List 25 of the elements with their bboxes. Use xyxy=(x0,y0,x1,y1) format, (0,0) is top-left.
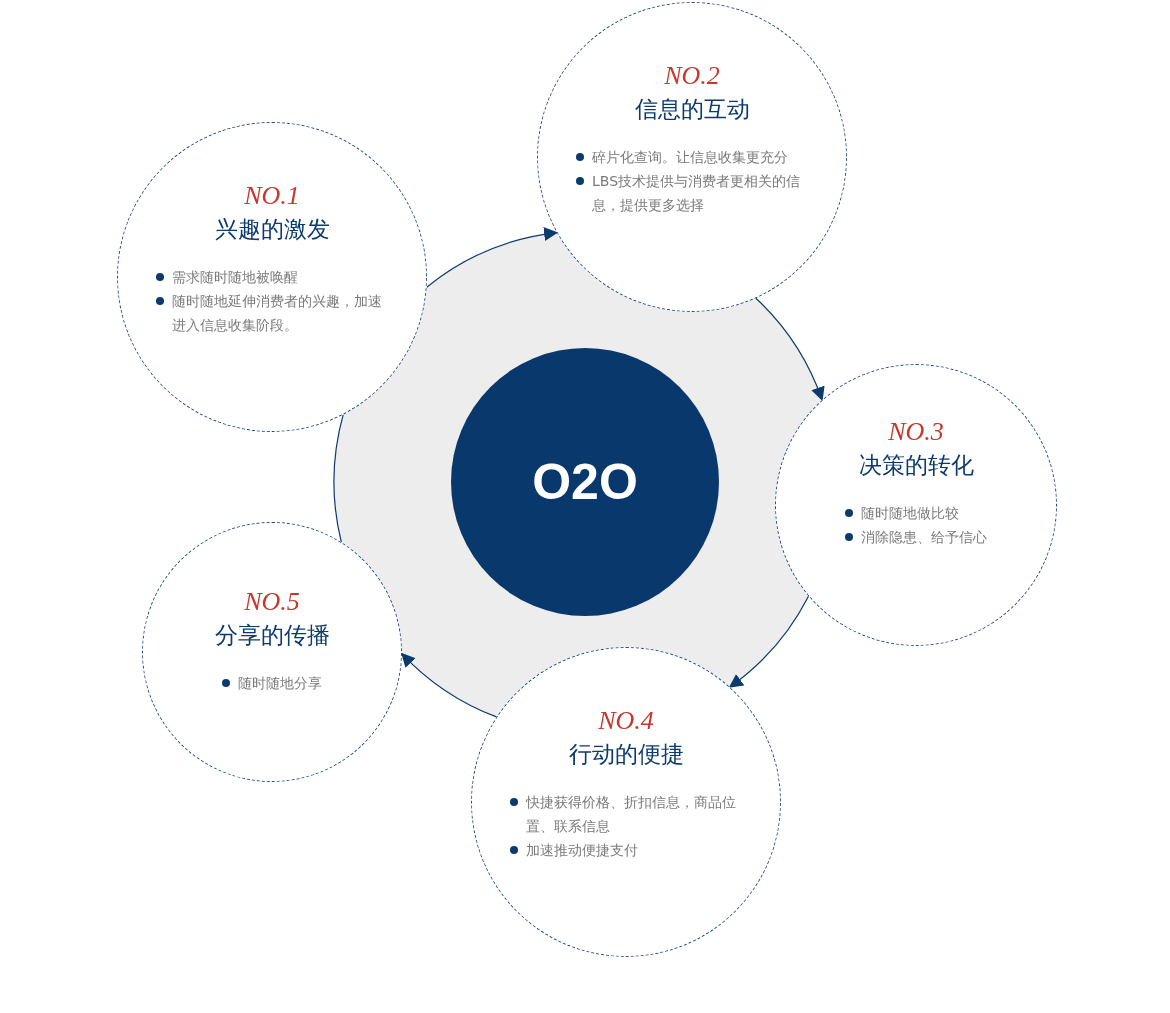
step-number: NO.5 xyxy=(244,587,300,617)
bullet-item: 快捷获得价格、折扣信息，商品位置、联系信息 xyxy=(510,790,742,838)
arrow xyxy=(401,652,498,718)
bullet-item: 随时随地分享 xyxy=(222,671,322,695)
center-label: O2O xyxy=(532,453,638,511)
arrow xyxy=(755,297,824,402)
bullet-item: 需求随时随地被唤醒 xyxy=(156,265,298,289)
step-title: 行动的便捷 xyxy=(568,740,684,769)
step-title: 分享的传播 xyxy=(214,621,330,650)
arrow xyxy=(728,595,810,688)
bullet-item: 加速推动便捷支付 xyxy=(510,838,638,862)
bullet-item: 随时随地做比较 xyxy=(845,501,959,525)
bullet-item: 消除隐患、给予信心 xyxy=(845,525,987,549)
bullet-item: 随时随地延伸消费者的兴趣，加速进入信息收集阶段。 xyxy=(156,289,388,337)
connector-line xyxy=(333,414,344,543)
step-number: NO.4 xyxy=(598,706,654,736)
arrow xyxy=(426,227,559,288)
step-title: 信息的互动 xyxy=(634,95,750,124)
step-title: 决策的转化 xyxy=(858,451,974,480)
step-number: NO.1 xyxy=(244,181,300,211)
step-number: NO.3 xyxy=(888,417,944,447)
step-number: NO.2 xyxy=(664,61,720,91)
bullet-item: LBS技术提供与消费者更相关的信息，提供更多选择 xyxy=(576,169,808,217)
bullet-item: 碎片化查询。让信息收集更充分 xyxy=(576,145,788,169)
step-title: 兴趣的激发 xyxy=(214,215,330,244)
